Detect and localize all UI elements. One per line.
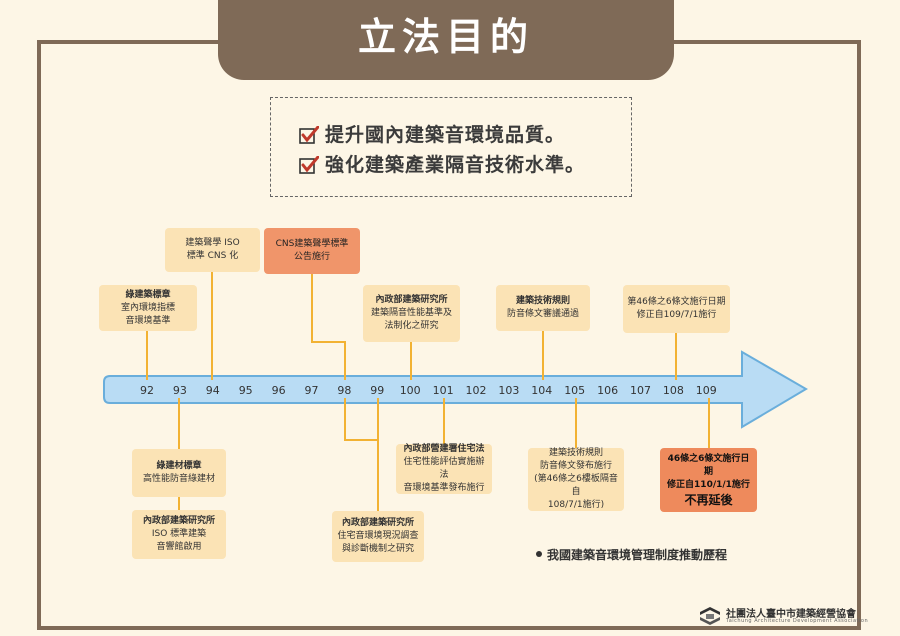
event-heading: 46條之6條文施行日期 [667, 454, 750, 477]
event-line: 住宅性能評估實施辦法 [403, 457, 485, 480]
year-label: 94 [205, 384, 220, 397]
event-line: 建築隔音性能基準及 [370, 308, 452, 318]
year-label: 100 [399, 384, 421, 397]
year-label: 97 [304, 384, 319, 397]
event-line: CNS建築聲學標準 [275, 239, 349, 249]
event-box: 綠建材標章 高性能防音綠建材 [132, 449, 226, 497]
year-label: 96 [271, 384, 286, 397]
event-line: 音響館啟用 [156, 542, 202, 552]
event-box: 內政部營建署住宅法 住宅性能評估實施辦法 音環境基準發布施行 [396, 444, 492, 494]
year-label: 108 [662, 384, 684, 397]
event-line: 建築技術規則 [548, 448, 603, 458]
goal-item: 提升國內建築音環境品質。 [299, 120, 565, 147]
connector-lines [146, 272, 710, 511]
organization-subtitle: Taichung Architecture Development Associ… [726, 618, 869, 624]
year-label: 95 [238, 384, 253, 397]
event-heading: 綠建築標章 [125, 289, 171, 300]
event-heading: 內政部建築研究所 [375, 295, 448, 305]
year-label: 98 [337, 384, 352, 397]
event-heading: 內政部營建署住宅法 [403, 444, 485, 454]
event-emphasis: 不再延後 [684, 493, 733, 507]
event-line: (第46條之6樓板隔音自 [534, 474, 618, 497]
bullet-icon [536, 551, 542, 557]
year-label: 109 [695, 384, 717, 397]
event-line: 公告施行 [293, 252, 330, 262]
event-line: 第46條之6條文施行日期 [627, 297, 726, 307]
event-heading: 內政部建築研究所 [142, 516, 215, 526]
timeline-arrow [103, 350, 808, 429]
event-line: 法制化之研究 [384, 321, 439, 331]
event-box: 第46條之6條文施行日期 修正自109/7/1施行 [623, 285, 730, 333]
goal-text: 提升國內建築音環境品質。 [325, 124, 566, 146]
goal-text: 強化建築產業隔音技術水準。 [325, 154, 586, 176]
event-box: 建築聲學 ISO 標準 CNS 化 [165, 228, 260, 272]
event-line: 室內環境指標 [120, 302, 175, 313]
goals-box: 提升國內建築音環境品質。 強化建築產業隔音技術水準。 [270, 97, 632, 197]
event-box: 內政部建築研究所 ISO 標準建築 音響館啟用 [132, 510, 226, 559]
year-label: 107 [630, 384, 651, 397]
event-box: 內政部建築研究所 建築隔音性能基準及 法制化之研究 [363, 285, 460, 342]
checkbox-checked-icon [299, 126, 319, 144]
year-label: 99 [370, 384, 385, 397]
event-box-highlight: 46條之6條文施行日期 修正自110/1/1施行 不再延後 [660, 448, 757, 512]
diagram-caption: 我國建築音環境管理制度推動歷程 [536, 546, 727, 563]
event-heading: 綠建材標章 [156, 461, 202, 471]
event-line: 音環境基準發布施行 [403, 483, 485, 493]
organization-name: 社團法人臺中市建築經營協會 [726, 609, 856, 620]
event-heading: 內政部建築研究所 [341, 518, 414, 528]
event-line: 防音條文審議通過 [506, 309, 579, 319]
goal-item: 強化建築產業隔音技術水準。 [299, 150, 585, 177]
event-line: ISO 標準建築 [151, 529, 207, 539]
event-line: 標準 CNS 化 [186, 251, 239, 261]
event-line: 修正自109/7/1施行 [636, 310, 717, 320]
event-box: 綠建築標章 室內環境指標 音環境基準 [99, 285, 197, 331]
event-line: 與診斷機制之研究 [341, 544, 414, 554]
year-label: 106 [597, 384, 619, 397]
event-line: 防音條文發布施行 [539, 461, 612, 471]
event-line: 住宅音環境現況調查 [337, 531, 419, 541]
event-box: 內政部建築研究所 住宅音環境現況調查 與診斷機制之研究 [332, 511, 424, 562]
page-title: 立法目的 [218, 0, 674, 80]
year-label: 92 [140, 384, 154, 397]
caption-text: 我國建築音環境管理制度推動歷程 [547, 548, 728, 562]
year-label: 93 [172, 384, 187, 397]
event-line: 108/7/1施行) [547, 500, 605, 510]
year-label: 105 [564, 384, 586, 397]
event-line: 高性能防音綠建材 [142, 474, 215, 484]
year-label: 103 [498, 384, 520, 397]
event-box-highlight: CNS建築聲學標準 公告施行 [264, 228, 360, 274]
event-line: 修正自110/1/1施行 [667, 480, 750, 490]
year-label: 102 [465, 384, 487, 397]
event-box: 建築技術規則 防音條文審議通過 [496, 285, 590, 331]
checkbox-checked-icon [299, 156, 319, 174]
year-label: 101 [432, 384, 454, 397]
event-line: 音環境基準 [125, 315, 171, 326]
event-box: 建築技術規則 防音條文發布施行 (第46條之6樓板隔音自 108/7/1施行) [528, 448, 624, 511]
organization-logo-icon [700, 607, 720, 625]
event-heading: 建築技術規則 [515, 296, 570, 306]
year-label: 104 [531, 384, 553, 397]
event-line: 建築聲學 ISO [185, 238, 240, 248]
